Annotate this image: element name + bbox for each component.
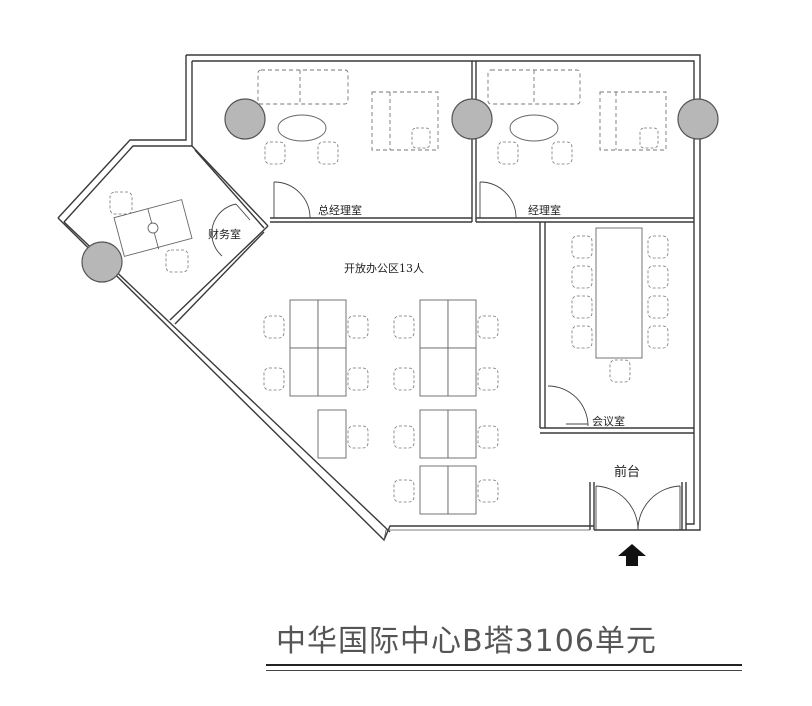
column-icon <box>81 241 123 283</box>
column-icon <box>677 98 719 140</box>
room-label-manager: 经理室 <box>528 203 561 217</box>
finance-office <box>109 191 251 273</box>
reception-doors <box>595 485 681 531</box>
plan-title: 中华国际中心B塔3106单元 <box>276 624 657 659</box>
meeting-room <box>547 227 669 427</box>
room-label-open-office: 开放办公区13人 <box>344 261 424 275</box>
manager-office <box>479 69 667 219</box>
partitions <box>169 61 694 530</box>
columns <box>81 98 719 283</box>
title-underline <box>266 664 742 666</box>
column-icon <box>224 98 266 140</box>
column-icon <box>451 98 493 140</box>
general-manager-office <box>257 69 439 219</box>
room-label-reception: 前台 <box>614 464 640 480</box>
open-office-desks <box>263 299 499 515</box>
entrance-arrow-icon <box>618 544 646 566</box>
room-label-general-manager: 总经理室 <box>318 203 362 217</box>
title-underline-thin <box>266 670 742 671</box>
room-label-meeting: 会议室 <box>592 414 625 428</box>
room-label-finance: 财务室 <box>208 227 241 241</box>
